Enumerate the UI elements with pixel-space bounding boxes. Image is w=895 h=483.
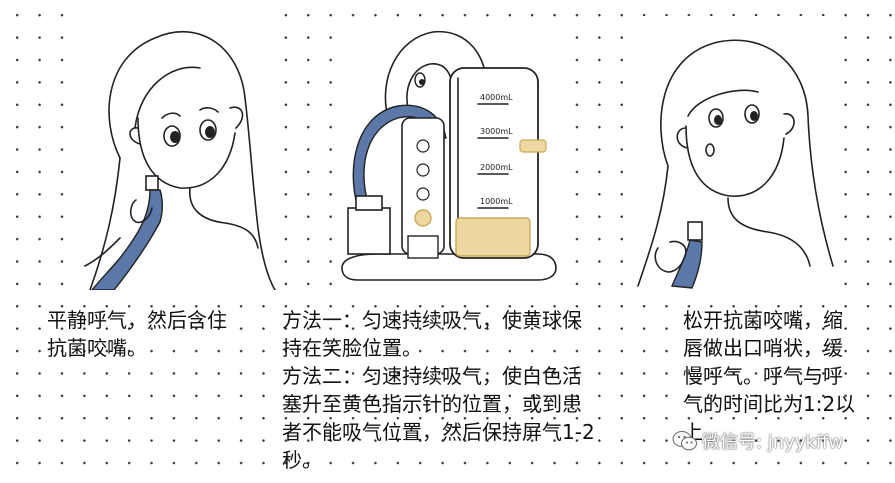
illustration-step2: 4000mL 3000mL 2000mL 1000mL — [338, 18, 560, 286]
watermark-text: 微信号: jnyykffw — [702, 432, 844, 453]
caption-step2-line: 塞升至黄色指示针的位置，或到患 — [282, 392, 582, 416]
caption-step2: 方法一：匀速持续吸气，使黄球保 持在笑脸位置。 方法二：匀速持续吸气，使白色活 … — [282, 306, 595, 474]
caption-step3-line: 唇做出口哨状，缓 — [683, 336, 843, 360]
spirometer-device-illustration: 4000mL 3000mL 2000mL 1000mL — [341, 30, 557, 281]
wechat-icon — [672, 431, 697, 451]
caption-step1-line: 平静呼气，然后含住 — [47, 308, 227, 332]
scale-label-3000: 3000mL — [480, 127, 513, 136]
scale-label-1000: 1000mL — [480, 197, 513, 206]
caption-step3-line: 气的时间比为1:2以 — [683, 392, 856, 416]
illustration-step1 — [80, 8, 280, 291]
caption-step2-line: 者不能吸气位置，然后保持屏气1-2 — [282, 420, 595, 444]
illustration-step3 — [628, 16, 838, 298]
scale-label-2000: 2000mL — [480, 163, 513, 172]
caption-step2-line: 持在笑脸位置。 — [282, 336, 422, 360]
watermark: 微信号: jnyykffw — [672, 428, 843, 454]
pursed-lip-exhale-illustration — [637, 39, 834, 289]
caption-step2-line: 方法二：匀速持续吸气，使白色活 — [282, 364, 582, 388]
caption-step3-line: 慢呼气。呼气与呼 — [683, 364, 843, 388]
caption-step2-line: 方法一：匀速持续吸气，使黄球保 — [282, 308, 582, 332]
caption-step1-line: 抗菌咬嘴。 — [47, 336, 147, 360]
caption-step3: 松开抗菌咬嘴，缩 唇做出口哨状，缓 慢呼气。呼气与呼 气的时间比为1:2以 上 — [683, 306, 855, 446]
caption-step3-line: 松开抗菌咬嘴，缩 — [683, 308, 843, 332]
caption-step1: 平静呼气，然后含住 抗菌咬嘴。 — [47, 306, 227, 362]
scale-label-4000: 4000mL — [480, 93, 513, 102]
breathing-mouthpiece-illustration — [84, 30, 276, 291]
caption-step2-line: 秒。 — [282, 448, 322, 472]
